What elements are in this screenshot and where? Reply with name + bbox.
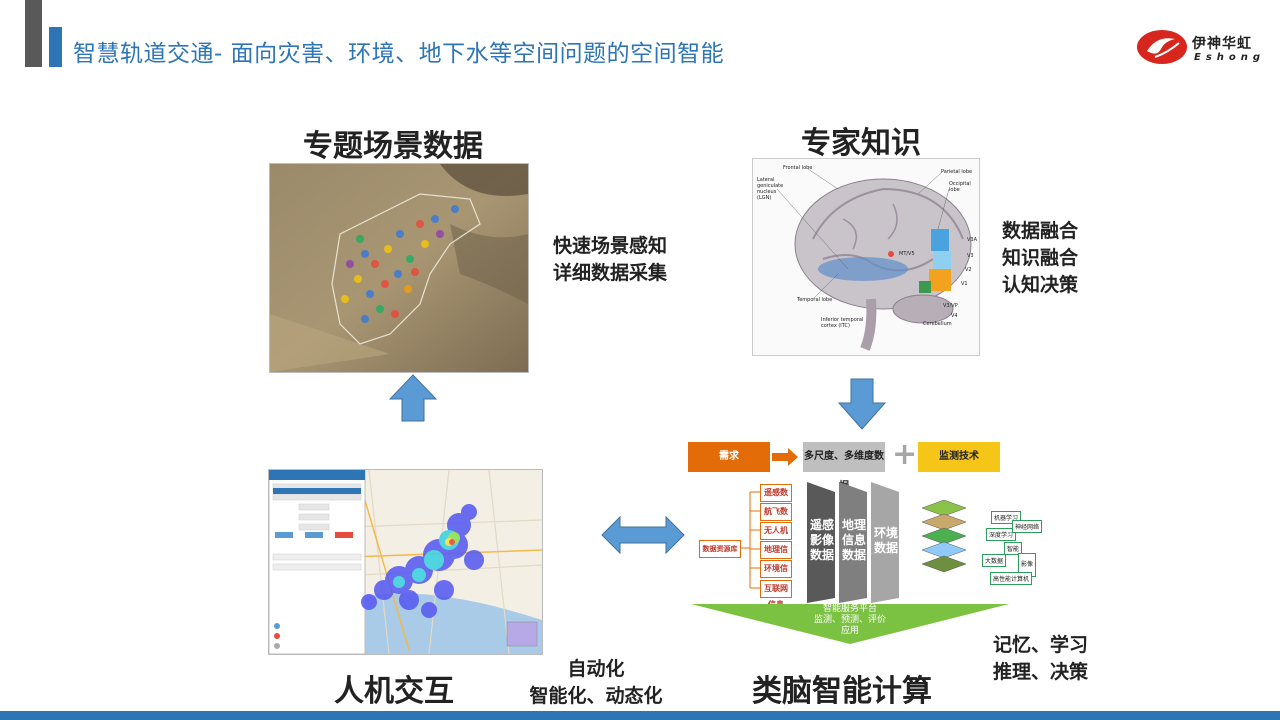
column-geo-info: 地理信息数据 bbox=[841, 518, 866, 562]
page-title: 智慧轨道交通- 面向灾害、环境、地下水等空间问题的空间智能 bbox=[73, 41, 725, 67]
expert-note-line: 数据融合 bbox=[1002, 220, 1079, 242]
arrow-right-icon bbox=[772, 448, 798, 466]
mini-label: 智能 bbox=[1004, 542, 1023, 555]
hci-heading: 人机交互 bbox=[334, 674, 454, 709]
resource-lib-box: 数据资源库 bbox=[699, 540, 741, 558]
brain-computing-note: 记忆、学习 推理、决策 bbox=[993, 632, 1088, 686]
brain-label: V3/VP bbox=[943, 303, 958, 309]
brain-label: geniculate bbox=[757, 183, 783, 189]
brain-label: MT/V5 bbox=[899, 251, 915, 257]
source-item: 互联网信息 bbox=[760, 580, 792, 609]
column-environment: 环境数据 bbox=[873, 526, 898, 555]
brain-label: nucleus bbox=[757, 189, 777, 195]
hci-note-line: 自动化 bbox=[567, 658, 625, 680]
brain-label: Inferior temporal bbox=[821, 317, 863, 323]
expert-note-line: 知识融合 bbox=[1002, 247, 1079, 269]
arrow-down-icon bbox=[837, 378, 887, 430]
satellite-map-image bbox=[269, 163, 529, 373]
map-layers-icon bbox=[921, 499, 967, 573]
heatmap-map-screenshot bbox=[268, 469, 543, 655]
logo-text-cn: 伊神华虹 bbox=[1192, 36, 1252, 52]
mini-label: 神经网络 bbox=[1012, 520, 1043, 533]
demand-box: 需求 bbox=[688, 442, 770, 472]
brain-label: cortex (ITC) bbox=[821, 323, 850, 329]
source-item: 环境信息 bbox=[760, 560, 792, 589]
brain-label: V4 bbox=[951, 313, 958, 319]
brain-label: Lateral bbox=[757, 177, 774, 183]
hci-note-line: 智能化、动态化 bbox=[529, 685, 663, 707]
data-columns-graphic bbox=[807, 482, 899, 603]
brain-label: Cerebellum bbox=[923, 321, 952, 327]
brain-label: Parietal lobe bbox=[941, 169, 972, 175]
header-accent-dark bbox=[25, 0, 42, 67]
mini-label: 深度学习 bbox=[986, 528, 1017, 541]
scene-data-note-line: 详细数据采集 bbox=[553, 262, 668, 284]
mini-label: 高性能计算机 bbox=[990, 572, 1033, 585]
arrow-up-icon bbox=[388, 374, 438, 422]
scene-data-heading: 专题场景数据 bbox=[303, 129, 483, 164]
brain-computing-heading: 类脑智能计算 bbox=[752, 674, 932, 709]
source-item: 地理信息 bbox=[760, 541, 792, 570]
brain-label: V3 bbox=[967, 253, 974, 259]
company-logo-icon bbox=[1137, 30, 1187, 64]
expert-note-line: 认知决策 bbox=[1002, 274, 1079, 296]
column-remote-sensing: 遥感影像数据 bbox=[809, 518, 834, 562]
source-item: 无人机数据 bbox=[760, 522, 792, 551]
mini-label: 大数据 bbox=[982, 554, 1007, 567]
platform-text: 智能服务平台 监测、预测、评价 应用 bbox=[760, 604, 940, 637]
brain-label: (LGN) bbox=[757, 195, 771, 201]
plus-icon: + bbox=[892, 437, 918, 472]
expert-heading: 专家知识 bbox=[801, 126, 921, 161]
scene-data-note-line: 快速场景感知 bbox=[553, 235, 668, 257]
brain-label: V1 bbox=[961, 281, 968, 287]
hci-note: 自动化 智能化、动态化 bbox=[522, 656, 670, 710]
brain-label: V3A bbox=[967, 237, 978, 243]
monitor-tech-box: 监测技术 bbox=[918, 442, 1000, 472]
brain-label: Temporal lobe bbox=[796, 297, 832, 303]
logo-text-en: Eshong bbox=[1194, 52, 1266, 63]
brain-label: V2 bbox=[965, 267, 972, 273]
platform-line: 智能服务平台 bbox=[822, 604, 877, 614]
source-item: 遥感数据 bbox=[760, 484, 792, 513]
brain-computing-note-line: 记忆、学习 bbox=[993, 634, 1089, 656]
double-arrow-icon bbox=[601, 515, 685, 555]
brain-computing-note-line: 推理、决策 bbox=[993, 661, 1089, 683]
expert-note: 数据融合 知识融合 认知决策 bbox=[1002, 218, 1078, 299]
source-item: 航飞数据 bbox=[760, 503, 792, 532]
multiscale-data-box: 多尺度、多维度数据 bbox=[803, 442, 885, 492]
brain-label: Occipital bbox=[949, 181, 971, 187]
footer-bar bbox=[0, 711, 1280, 720]
header-accent-blue bbox=[49, 27, 62, 67]
platform-line: 监测、预测、评价 bbox=[813, 615, 886, 625]
platform-line: 应用 bbox=[840, 626, 859, 636]
brain-label: lobe bbox=[949, 187, 960, 193]
brain-label: Frontal lobe bbox=[783, 165, 812, 171]
scene-data-note: 快速场景感知 详细数据采集 bbox=[553, 233, 667, 287]
brain-anatomy-image: Frontal lobe Lateral geniculate nucleus … bbox=[752, 158, 980, 356]
service-platform-banner bbox=[691, 604, 1009, 644]
tree-connector bbox=[740, 491, 760, 589]
